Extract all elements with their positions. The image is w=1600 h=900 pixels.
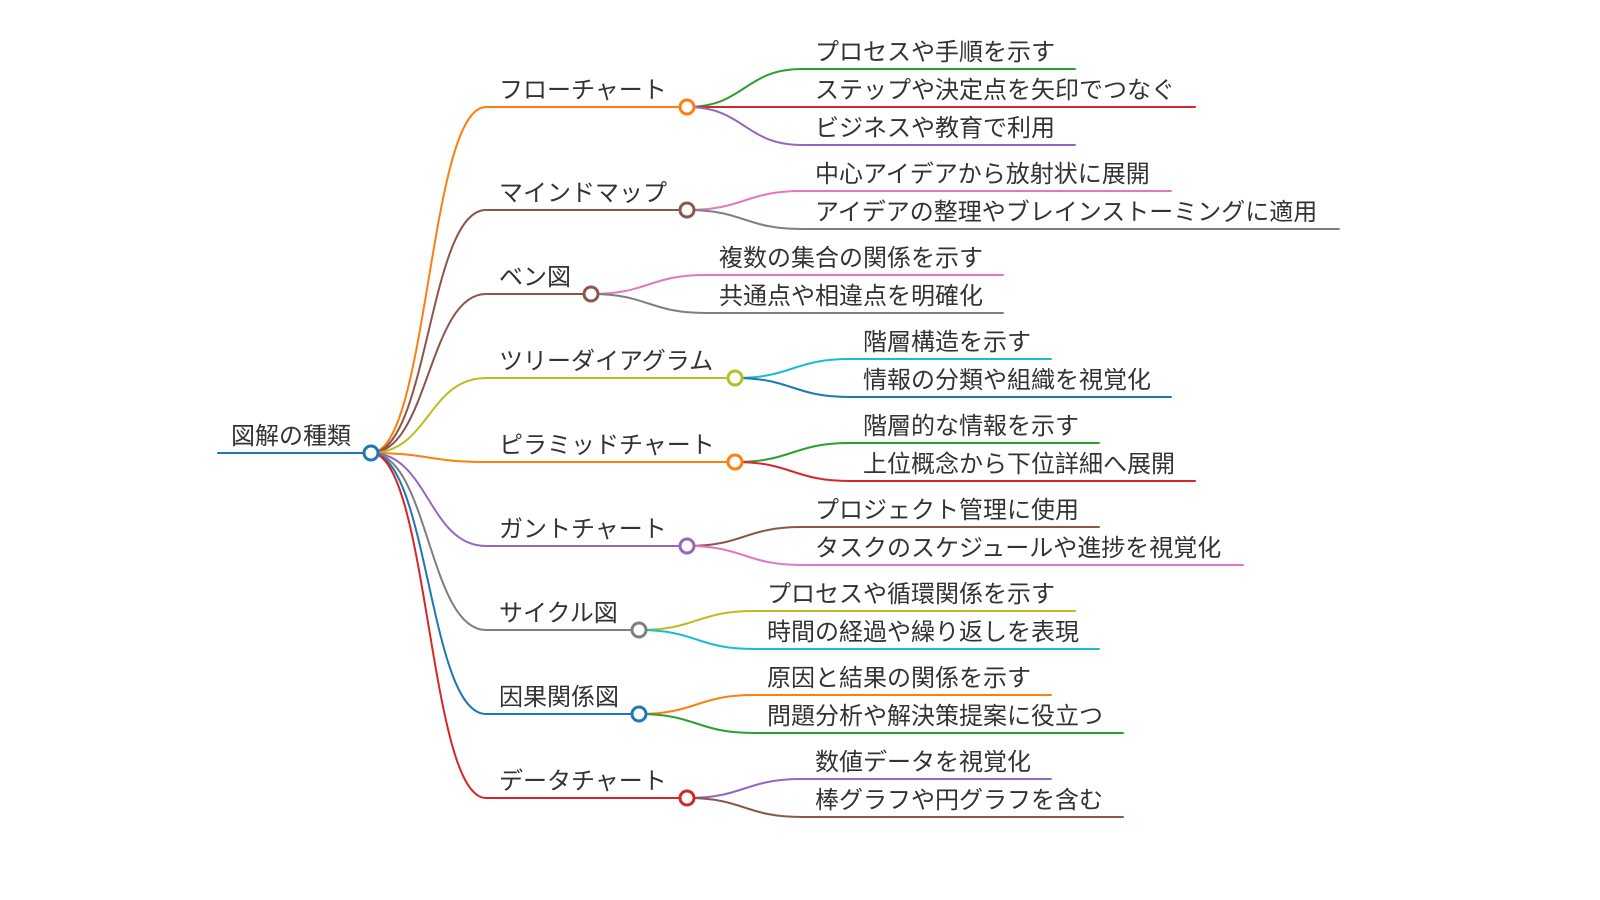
branch-label: ツリーダイアグラム	[499, 347, 713, 375]
link-branch-to-leaf	[590, 274, 706, 295]
node-circles-layer	[362, 98, 744, 807]
link-root-to-branch	[370, 452, 487, 463]
branch-toggle-circle[interactable]	[678, 98, 696, 116]
link-branch-to-leaf	[590, 293, 706, 314]
leaf-label: 複数の集合の関係を示す	[719, 244, 983, 272]
link-branch-to-leaf	[734, 358, 850, 379]
link-branch-to-leaf	[686, 190, 802, 211]
link-root-to-branch	[370, 452, 487, 715]
leaf-label: プロセスや手順を示す	[815, 38, 1055, 66]
branch-toggle-circle[interactable]	[630, 621, 648, 639]
links-layer	[370, 68, 850, 818]
leaf-label: ステップや決定点を矢印でつなぐ	[815, 76, 1175, 104]
leaf-label: 問題分析や解決策提案に役立つ	[767, 702, 1103, 730]
link-branch-to-leaf	[686, 797, 802, 818]
branch-toggle-circle[interactable]	[678, 201, 696, 219]
link-root-to-branch	[370, 452, 487, 799]
leaf-label: 階層構造を示す	[863, 328, 1031, 356]
branch-toggle-circle[interactable]	[630, 705, 648, 723]
leaf-label: 中心アイデアから放射状に展開	[815, 160, 1150, 188]
branch-toggle-circle[interactable]	[678, 537, 696, 555]
leaf-label: 数値データを視覚化	[815, 748, 1031, 776]
branch-label: ピラミッドチャート	[499, 431, 715, 459]
link-branch-to-leaf	[686, 526, 802, 547]
leaf-label: アイデアの整理やブレインストーミングに適用	[815, 198, 1317, 226]
leaf-label: プロジェクト管理に使用	[815, 496, 1079, 524]
root-label: 図解の種類	[231, 422, 351, 450]
branch-label: フローチャート	[499, 76, 667, 104]
leaf-label: プロセスや循環関係を示す	[767, 580, 1055, 608]
link-branch-to-leaf	[734, 461, 850, 482]
leaf-label: タスクのスケジュールや進捗を視覚化	[815, 534, 1221, 562]
link-branch-to-leaf	[638, 713, 754, 734]
leaf-label: 棒グラフや円グラフを含む	[815, 786, 1103, 814]
link-root-to-branch	[370, 452, 487, 631]
link-branch-to-leaf	[686, 209, 802, 230]
branch-label: ガントチャート	[499, 515, 667, 543]
link-root-to-branch	[370, 106, 487, 454]
link-branch-to-leaf	[686, 106, 802, 146]
leaf-label: 階層的な情報を示す	[863, 412, 1079, 440]
link-root-to-branch	[370, 377, 487, 454]
link-branch-to-leaf	[686, 545, 802, 566]
leaf-label: 共通点や相違点を明確化	[719, 282, 983, 310]
link-root-to-branch	[370, 293, 487, 454]
link-branch-to-leaf	[734, 442, 850, 463]
labels-layer: 図解の種類 フローチャート プロセスや手順を示すステップや決定点を矢印でつなぐビジネ…	[231, 38, 1317, 814]
underlines-layer	[217, 68, 1340, 818]
leaf-label: 上位概念から下位詳細へ展開	[863, 450, 1175, 478]
leaf-label: 原因と結果の関係を示す	[767, 664, 1031, 692]
link-branch-to-leaf	[734, 377, 850, 398]
branch-toggle-circle[interactable]	[726, 453, 744, 471]
leaf-label: 時間の経過や繰り返しを表現	[767, 618, 1079, 646]
leaf-label: ビジネスや教育で利用	[815, 114, 1055, 142]
link-branch-to-leaf	[638, 694, 754, 715]
branch-toggle-circle[interactable]	[726, 369, 744, 387]
branch-label: 因果関係図	[499, 683, 619, 711]
branch-label: サイクル図	[499, 599, 618, 627]
link-branch-to-leaf	[638, 629, 754, 650]
branch-toggle-circle[interactable]	[678, 789, 696, 807]
link-root-to-branch	[370, 452, 487, 547]
branch-toggle-circle[interactable]	[582, 285, 600, 303]
link-branch-to-leaf	[638, 610, 754, 631]
leaf-label: 情報の分類や組織を視覚化	[863, 366, 1151, 394]
link-root-to-branch	[370, 209, 487, 454]
link-branch-to-leaf	[686, 778, 802, 799]
branch-label: ベン図	[499, 263, 571, 291]
branch-label: マインドマップ	[499, 179, 667, 207]
branch-label: データチャート	[499, 767, 667, 795]
link-branch-to-leaf	[686, 68, 802, 108]
root-toggle-circle[interactable]	[362, 444, 380, 462]
